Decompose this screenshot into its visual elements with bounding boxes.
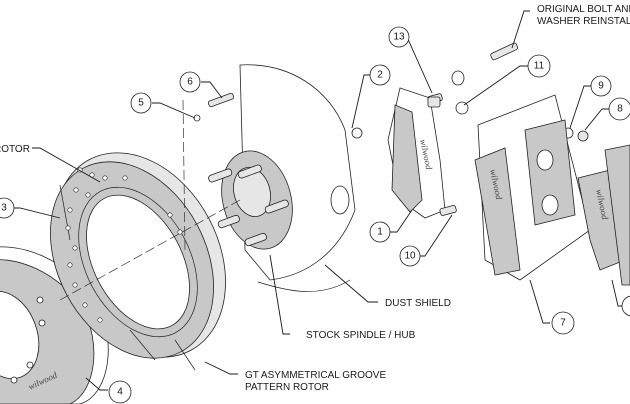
callout-7: 7 xyxy=(551,311,575,335)
spindle-hub xyxy=(208,64,356,281)
label-bolt-line1: ORIGINAL BOLT AND xyxy=(537,4,630,15)
svg-text:5: 5 xyxy=(138,98,144,109)
callout-5: 5 xyxy=(130,92,152,114)
callout-4: 4 xyxy=(108,380,132,404)
callout-6: 6 xyxy=(179,71,201,93)
svg-text:9: 9 xyxy=(598,81,604,92)
svg-text:3: 3 xyxy=(1,203,7,214)
label-gt-rotor-line2: PATTERN ROTOR xyxy=(245,382,329,393)
svg-text:6: 6 xyxy=(187,77,193,88)
svg-text:8: 8 xyxy=(617,104,623,115)
callout-10: 10 xyxy=(399,245,421,267)
svg-text:13: 13 xyxy=(393,32,405,43)
caliper-bracket: wilwood xyxy=(387,87,457,219)
brake-pads: wilwood xyxy=(577,144,630,286)
callout-13: 13 xyxy=(388,26,410,48)
svg-text:10: 10 xyxy=(404,251,416,262)
callout-9: 9 xyxy=(590,75,612,97)
leader-lines xyxy=(14,10,622,391)
callout-partial-right xyxy=(621,295,630,317)
label-dust-shield: DUST SHIELD xyxy=(385,298,451,309)
label-bolt-line2: WASHER REINSTALL xyxy=(537,16,630,27)
svg-text:4: 4 xyxy=(117,387,123,398)
svg-text:1: 1 xyxy=(377,227,383,238)
caliper: wilwood xyxy=(474,94,591,281)
callout-8: 8 xyxy=(608,97,630,121)
callout-1: 1 xyxy=(369,221,391,243)
label-gt-rotor-line1: GT ASYMMETRICAL GROOVE xyxy=(245,370,386,381)
callout-11: 11 xyxy=(527,54,551,78)
svg-text:11: 11 xyxy=(534,61,545,72)
svg-text:7: 7 xyxy=(560,318,566,329)
callout-3: 3 xyxy=(0,197,15,219)
dust-shield-edge xyxy=(257,279,351,292)
svg-text:2: 2 xyxy=(377,70,383,81)
label-rotor: ROTOR xyxy=(0,144,30,155)
gt-rotor xyxy=(50,152,226,371)
callout-2: 2 xyxy=(369,64,391,86)
label-spindle-hub: STOCK SPINDLE / HUB xyxy=(306,330,416,341)
hardware xyxy=(193,42,589,142)
